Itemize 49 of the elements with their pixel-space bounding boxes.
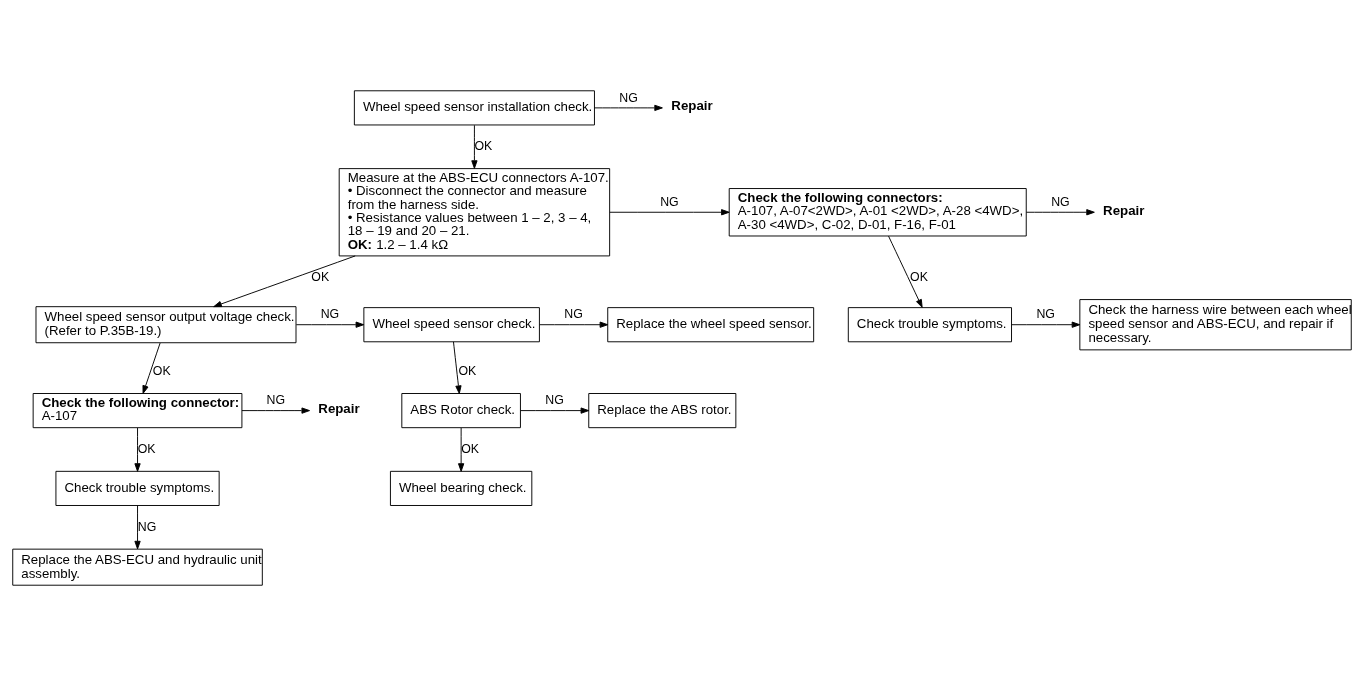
edge-label: NG [619,90,638,105]
node-box: Check the harness wire between each wheel speed sensor and ABS-ECU, and repair if necessary. [1079,298,1352,350]
node-box: Check trouble symptoms. [55,470,220,506]
arrow [458,427,465,472]
arrow [213,254,356,307]
arrow [888,235,923,308]
edge-label: NG [266,392,286,407]
node-box: Check the following connector: A-107 [32,392,243,428]
edge-label: OK [311,269,330,284]
node-box: Wheel speed sensor output voltage check. (Refer to P.35B-19.) [35,305,297,343]
edge-label: NG [660,194,679,209]
edge-label: NG [137,519,157,534]
edge-label: NG [320,306,340,321]
edge-label: NG [564,306,583,321]
edge-label: NG [1051,194,1070,209]
node-text: Repair [671,97,713,113]
arrow [594,104,663,111]
node-text: Repair [1103,202,1145,218]
node-box: Wheel speed sensor installation check. [353,89,595,125]
node-box: Replace the ABS rotor. [588,392,737,428]
arrow [295,321,365,328]
edge-label: OK [458,363,477,378]
arrow [609,208,730,215]
arrow [453,340,462,394]
node-box: Replace the ABS-ECU and hydraulic unit assembly. [12,548,263,586]
node-box: Wheel bearing check. [389,470,533,506]
arrow [241,406,310,414]
edge-label: OK [137,441,156,456]
node-box: Measure at the ABS-ECU connectors A-107. • Disconnect the connector and measure from the harness side. • Resistance values between 1 – 2, 3 – 4, 18 – 19 and 20 – 21. OK: 1.2 – 1.4 kΩ [338,167,611,256]
node-box: Wheel speed sensor check. [363,306,540,342]
edge-label: OK [474,138,493,153]
node-text: Repair [318,400,360,416]
arrow [134,504,141,549]
arrow [520,406,590,414]
edge-label: OK [910,269,928,284]
arrow [471,124,478,169]
arrow [539,321,609,328]
edge-label: NG [545,392,564,407]
node-box: Check the following connectors: A-107, A-07<2WD>, A-01 <2WD>, A-28 <4WD>, A-30 <4WD>, C-02, D-01, F-16, F-01 [728,187,1027,236]
arrow [134,427,141,472]
edge-label: OK [461,441,480,456]
node-box: Replace the wheel speed sensor. [607,306,815,342]
node-box: Check trouble symptoms. [847,306,1012,342]
arrow [1011,321,1081,328]
edge-label: NG [1036,306,1055,321]
edge-label: OK [152,363,171,378]
arrow [1025,208,1095,215]
arrow [142,342,161,394]
node-box: ABS Rotor check. [401,392,521,428]
